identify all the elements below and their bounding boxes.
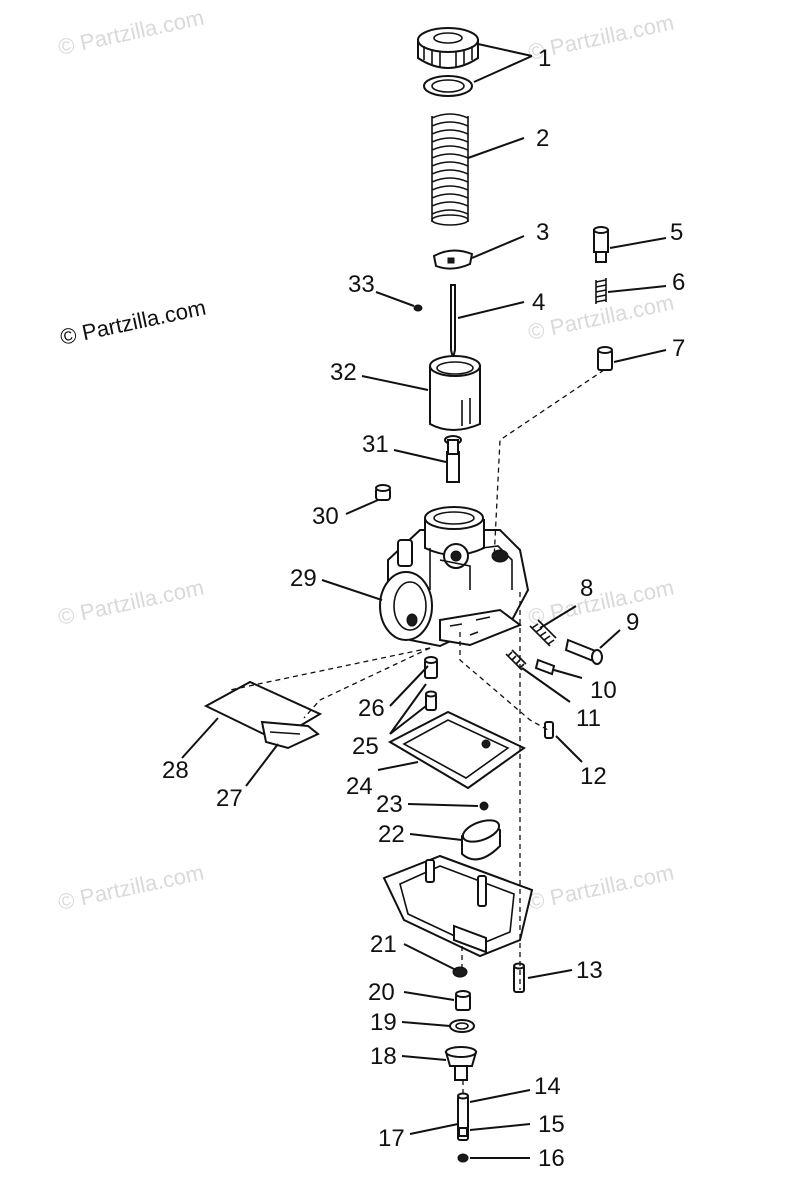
part-13[interactable] — [513, 962, 525, 993]
callout-33: 33 — [348, 271, 375, 298]
part-float-bowl[interactable] — [382, 854, 534, 958]
part-9[interactable] — [564, 638, 603, 665]
callout-29: 29 — [290, 565, 317, 592]
part-23[interactable] — [479, 801, 489, 811]
watermark: © Partzilla.com — [56, 5, 206, 60]
part-7[interactable] — [597, 346, 613, 371]
watermark: © Partzilla.com — [526, 575, 676, 630]
callout-16: 16 — [538, 1145, 565, 1172]
callout-27: 27 — [216, 785, 243, 812]
callout-1: 1 — [538, 45, 551, 72]
part-19[interactable] — [449, 1019, 475, 1033]
callout-13: 13 — [576, 957, 603, 984]
part-plug[interactable] — [375, 484, 391, 501]
watermark: © Partzilla.com — [56, 860, 206, 915]
callout-10: 10 — [590, 677, 617, 704]
part-10[interactable] — [534, 658, 556, 676]
part-31[interactable] — [444, 435, 462, 483]
callout-numbers: 1 2 3 4 5 6 7 8 9 10 11 12 13 14 15 16 1… — [162, 45, 685, 1172]
callout-26: 26 — [358, 695, 385, 722]
part-11[interactable] — [505, 649, 527, 671]
callout-2: 2 — [536, 125, 549, 152]
part-5[interactable] — [593, 226, 609, 263]
callout-30: 30 — [312, 503, 339, 530]
part-15[interactable] — [458, 1127, 468, 1137]
callout-5: 5 — [670, 219, 683, 246]
callout-15: 15 — [538, 1111, 565, 1138]
callout-24: 24 — [346, 773, 373, 800]
part-float-bowl-gasket[interactable] — [387, 710, 526, 790]
part-18[interactable] — [444, 1046, 478, 1081]
callout-3: 3 — [536, 219, 549, 246]
callout-7: 7 — [672, 335, 685, 362]
watermark: © Partzilla.com — [56, 575, 206, 630]
alignment-lines — [229, 369, 605, 1096]
part-needle[interactable] — [450, 284, 456, 359]
part-20[interactable] — [455, 990, 471, 1011]
part-cap[interactable] — [417, 27, 479, 97]
part-float[interactable] — [460, 816, 502, 861]
part-8[interactable] — [529, 619, 557, 647]
callout-32: 32 — [330, 359, 357, 386]
callout-22: 22 — [378, 821, 405, 848]
callout-11: 11 — [576, 705, 601, 732]
callout-8: 8 — [580, 575, 593, 602]
watermark: © Partzilla.com — [526, 860, 676, 915]
callout-23: 23 — [376, 791, 403, 818]
part-6[interactable] — [595, 278, 607, 304]
callout-28: 28 — [162, 757, 189, 784]
part-21[interactable] — [452, 966, 468, 978]
callout-14: 14 — [534, 1073, 561, 1100]
watermark: © Partzilla.com — [58, 295, 208, 350]
part-spring[interactable] — [431, 113, 469, 226]
callout-25: 25 — [352, 733, 379, 760]
callout-12: 12 — [580, 763, 607, 790]
callout-21: 21 — [370, 931, 397, 958]
part-clip[interactable] — [413, 304, 423, 312]
callout-19: 19 — [370, 1009, 397, 1036]
part-12[interactable] — [544, 721, 554, 739]
part-retainer-plate[interactable] — [432, 249, 474, 270]
callout-9: 9 — [626, 609, 639, 636]
watermark: © Partzilla.com — [526, 290, 676, 345]
part-carburetor-body[interactable] — [379, 506, 530, 648]
callout-31: 31 — [362, 431, 389, 458]
callout-6: 6 — [672, 269, 685, 296]
callout-18: 18 — [370, 1043, 397, 1070]
part-25[interactable] — [425, 690, 437, 711]
callout-20: 20 — [368, 979, 395, 1006]
part-16[interactable] — [457, 1153, 469, 1163]
part-throttle-slide[interactable] — [429, 355, 481, 431]
part-27[interactable] — [260, 720, 320, 750]
callout-17: 17 — [378, 1125, 405, 1152]
leader-lines — [181, 43, 667, 1159]
callout-4: 4 — [532, 289, 545, 316]
